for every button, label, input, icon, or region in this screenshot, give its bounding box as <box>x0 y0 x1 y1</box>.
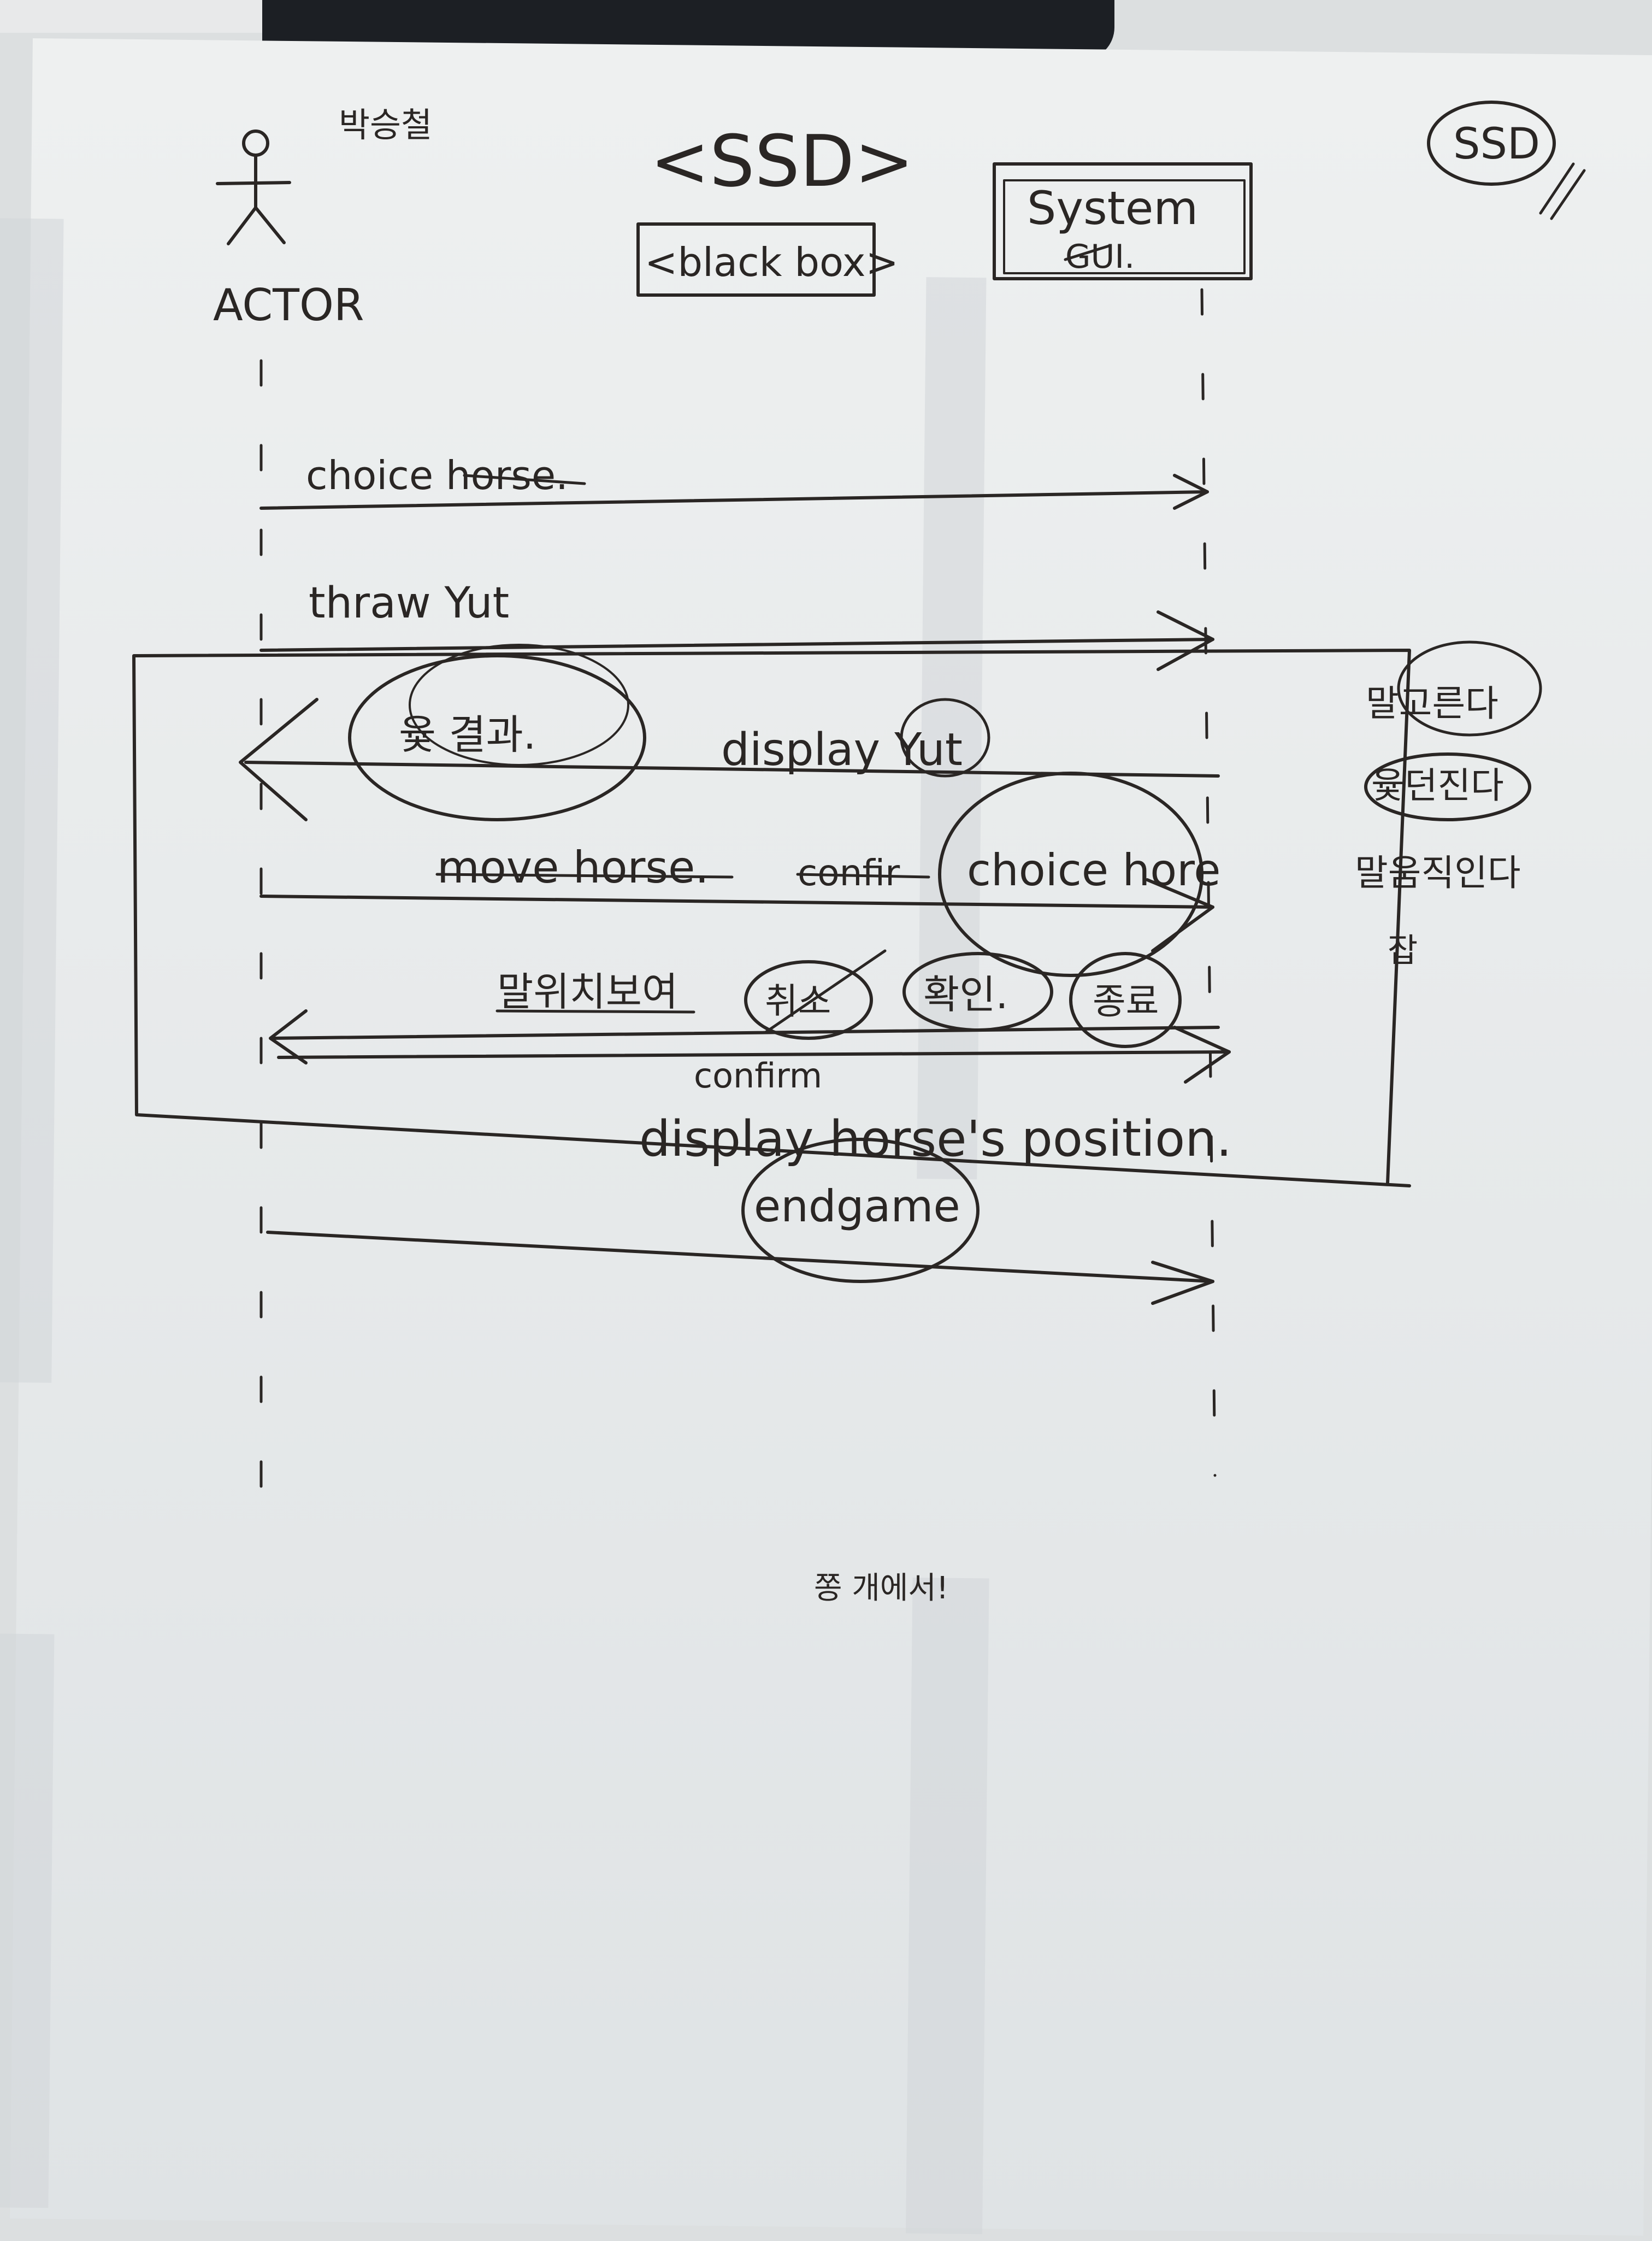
msg-confirm: confirm <box>694 1056 822 1096</box>
scribble-text: 박승철 <box>339 105 432 145</box>
corner-circle <box>1427 101 1556 186</box>
note-circle <box>1397 640 1542 737</box>
arrowhead <box>1173 1026 1231 1084</box>
msg-choice-hore: choice hore <box>967 845 1221 896</box>
arrow-confirm <box>277 1050 1231 1059</box>
arrow-move-horse <box>259 895 1214 909</box>
strike-mark <box>763 949 887 1034</box>
side-note-4: 잡 <box>1388 932 1418 970</box>
strike-mark <box>463 474 586 485</box>
msg-horse-position-kr: 말위치보여 <box>497 969 678 1015</box>
msg-display-yut: display Yut <box>721 724 963 776</box>
cancel-circle <box>744 960 873 1040</box>
underline <box>495 1009 695 1014</box>
arrowhead <box>1151 1261 1214 1305</box>
system-label: System <box>1027 181 1198 235</box>
choice-circle <box>938 772 1203 977</box>
arrowhead <box>269 1009 308 1064</box>
background-top-left <box>0 0 273 33</box>
bottom-note: 쫑 개에서! <box>814 1571 948 1606</box>
arrowhead <box>1146 878 1214 952</box>
diagram-title: <SSD> <box>650 120 914 203</box>
strike-mark <box>435 873 734 879</box>
strike-mark <box>1064 244 1111 261</box>
msg-end-game: endgame <box>754 1181 960 1232</box>
msg-cancel-kr: 취소 <box>765 980 831 1022</box>
msg-end-kr: 종료 <box>1093 980 1159 1022</box>
system-box <box>993 162 1253 280</box>
msg-confirm-kr: 확인. <box>923 972 1008 1017</box>
system-lifeline <box>1200 288 1217 1477</box>
msg-throw-yut: thraw Yut <box>309 579 509 628</box>
end-circle <box>1069 952 1182 1048</box>
strike-mark <box>796 873 930 879</box>
msg-move-horse: move horse. <box>437 842 709 893</box>
actor-icon <box>216 130 291 245</box>
side-note-2: 윷던진다 <box>1371 764 1504 807</box>
loop-frame <box>132 649 1411 1187</box>
black-box-frame <box>636 222 876 297</box>
black-box-label: <black box> <box>645 239 899 285</box>
side-note-3: 말움직인다 <box>1355 852 1521 894</box>
arrowhead <box>239 698 318 821</box>
arrow-throw-yut <box>259 638 1214 652</box>
side-note-1: 말고른다 <box>1366 683 1498 725</box>
corner-label: SSD <box>1453 120 1540 169</box>
arrowhead <box>1157 610 1214 671</box>
actor-label: ACTOR <box>213 280 364 331</box>
result-circle <box>348 654 646 821</box>
msg-choice-horse: choice horse. <box>306 452 568 498</box>
note-circle <box>1364 752 1531 821</box>
endgame-circle <box>741 1138 980 1283</box>
arrow-choice-horse <box>259 490 1209 510</box>
yut-circle <box>900 698 990 778</box>
msg-confir: confir <box>798 852 900 894</box>
mark-line <box>1539 162 1575 215</box>
mark-line <box>1550 169 1586 220</box>
arrowhead <box>1173 474 1209 510</box>
msg-yut-result: 윷 결과. <box>399 711 536 758</box>
arrow-end-game <box>266 1231 1214 1283</box>
arrow-return <box>272 1026 1220 1040</box>
msg-display-position: display horse's position. <box>639 1110 1232 1168</box>
